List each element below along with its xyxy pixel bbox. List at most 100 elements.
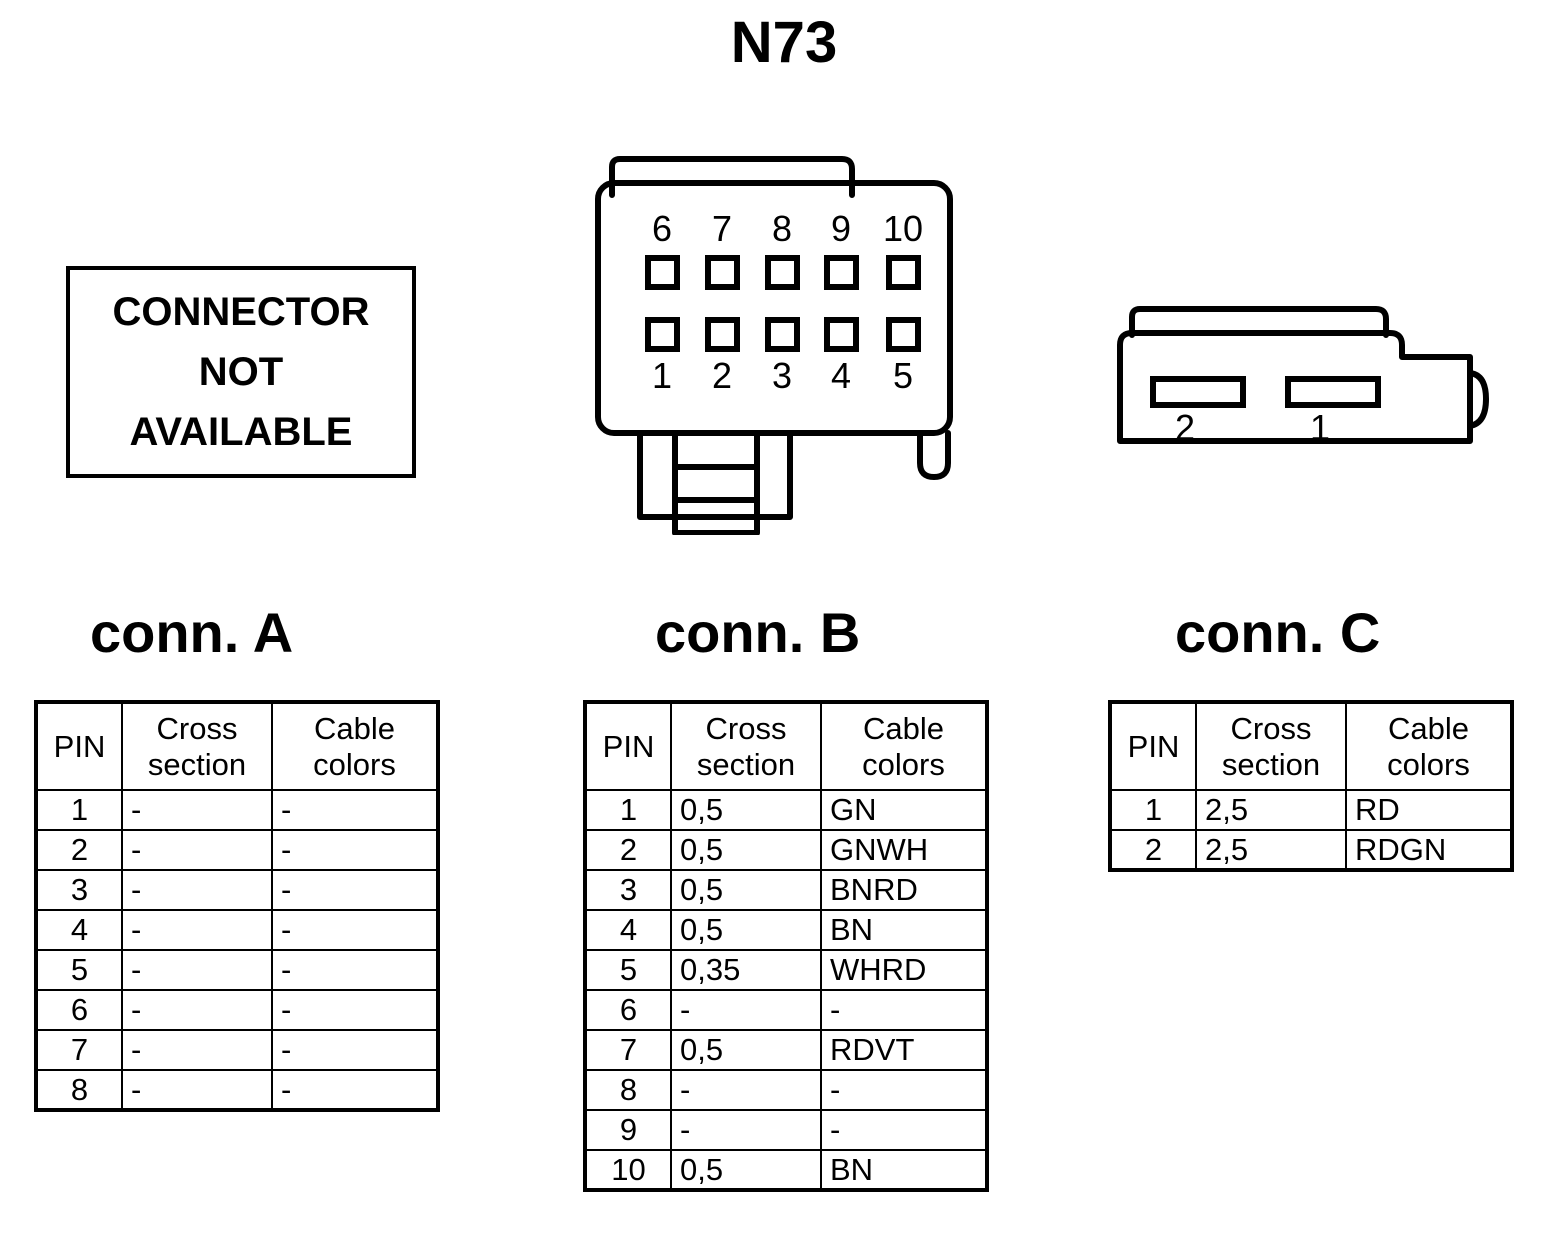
connector-b-label-1: 1 [652, 355, 672, 396]
cell-cross-section: 0,5 [670, 869, 822, 911]
heading-conn-b: conn. B [655, 601, 861, 664]
connector-c-label-1: 1 [1310, 407, 1330, 448]
header-cross-section: Cross section [121, 701, 273, 791]
cell-pin: 6 [35, 989, 123, 1031]
connector-b-pin-4 [824, 317, 859, 352]
connector-b-top-tab [609, 156, 855, 198]
cell-cross-section: 0,5 [670, 1029, 822, 1071]
connector-b-pin-5 [886, 317, 921, 352]
not-available-line-1: CONNECTOR [112, 290, 370, 334]
cell-pin: 3 [584, 869, 672, 911]
cell-cable-colors: RDGN [1345, 829, 1513, 871]
cell-cable-colors: RDVT [820, 1029, 988, 1071]
connector-b-pin-3 [765, 317, 800, 352]
header-color-line2: colors [862, 746, 945, 782]
table-row: 9-- [584, 1109, 988, 1151]
table-row: 4-- [35, 909, 439, 951]
cell-cross-section: 0,5 [670, 909, 822, 951]
cell-cable-colors: - [271, 989, 439, 1031]
table-header-row: PIN Cross section Cable colors [584, 701, 988, 791]
connector-c-drawing: 2 1 [1117, 306, 1489, 448]
connector-b-pin-7 [705, 255, 740, 290]
cell-cross-section: 2,5 [1195, 829, 1347, 871]
header-cable-colors: Cable colors [1345, 701, 1513, 791]
cell-cable-colors: RD [1345, 789, 1513, 831]
connector-c-pin-1 [1285, 376, 1381, 408]
connector-b-pin-2 [705, 317, 740, 352]
header-cross-section: Cross section [1195, 701, 1347, 791]
header-cross-line2: section [1221, 746, 1321, 782]
connector-b-label-5: 5 [893, 355, 913, 396]
cell-cross-section: - [121, 789, 273, 831]
header-cross-section: Cross section [670, 701, 822, 791]
cell-pin: 1 [35, 789, 123, 831]
header-color-line1: Cable [314, 710, 395, 746]
not-available-line-2: NOT [198, 350, 284, 394]
header-cross-line2: section [696, 746, 796, 782]
connector-b-label-4: 4 [831, 355, 851, 396]
cell-pin: 2 [584, 829, 672, 871]
cell-cable-colors: - [820, 1069, 988, 1111]
cell-cable-colors: - [271, 869, 439, 911]
page-title: N73 [730, 10, 838, 75]
header-color-line2: colors [313, 746, 396, 782]
connector-c-label-2: 2 [1175, 407, 1195, 448]
pin-table-conn-a: PIN Cross section Cable colors 1--2--3--… [34, 700, 440, 1112]
connector-b-label-6: 6 [652, 208, 672, 249]
connector-b-label-3: 3 [772, 355, 792, 396]
cell-cross-section: - [121, 989, 273, 1031]
heading-conn-c: conn. C [1175, 601, 1381, 664]
table-row: 2-- [35, 829, 439, 871]
cell-cable-colors: - [271, 1029, 439, 1071]
cell-cable-colors: - [820, 989, 988, 1031]
connector-b-shroud-inner [672, 430, 760, 535]
table-row: 6-- [584, 989, 988, 1031]
cell-pin: 2 [1109, 829, 1197, 871]
pin-table-conn-a-body: 1--2--3--4--5--6--7--8-- [35, 789, 439, 1111]
cell-cable-colors: BNRD [820, 869, 988, 911]
connector-c-nub [1467, 370, 1489, 429]
header-pin: PIN [35, 701, 123, 791]
cell-pin: 8 [584, 1069, 672, 1111]
cell-cable-colors: - [271, 829, 439, 871]
header-pin: PIN [1109, 701, 1197, 791]
table-header-row: PIN Cross section Cable colors [35, 701, 439, 791]
cell-cross-section: 0,35 [670, 949, 822, 991]
cell-cross-section: 0,5 [670, 789, 822, 831]
connector-b-shroud-outer [637, 430, 793, 520]
connector-b-label-8: 8 [772, 208, 792, 249]
header-color-line1: Cable [1388, 710, 1469, 746]
connector-b-label-2: 2 [712, 355, 732, 396]
cell-cross-section: - [121, 949, 273, 991]
table-row: 8-- [35, 1069, 439, 1111]
header-color-line2: colors [1387, 746, 1470, 782]
cell-pin: 2 [35, 829, 123, 871]
table-row: 3-- [35, 869, 439, 911]
heading-conn-a: conn. A [90, 601, 294, 664]
cell-cable-colors: BN [820, 1149, 988, 1191]
connector-b-latch [917, 430, 951, 480]
connector-not-available-box: CONNECTOR NOT AVAILABLE [66, 266, 416, 478]
header-color-line1: Cable [863, 710, 944, 746]
cell-pin: 6 [584, 989, 672, 1031]
connector-b-pin-6 [645, 255, 680, 290]
cell-cable-colors: - [271, 1069, 439, 1111]
table-row: 1-- [35, 789, 439, 831]
cell-cable-colors: GNWH [820, 829, 988, 871]
cell-cross-section: - [121, 829, 273, 871]
cell-cable-colors: WHRD [820, 949, 988, 991]
cell-cable-colors: - [271, 909, 439, 951]
cell-cross-section: - [121, 1069, 273, 1111]
cell-pin: 7 [35, 1029, 123, 1071]
cell-pin: 9 [584, 1109, 672, 1151]
cell-cross-section: - [670, 1109, 822, 1151]
cell-pin: 5 [584, 949, 672, 991]
header-cable-colors: Cable colors [820, 701, 988, 791]
pin-table-conn-a-head: PIN Cross section Cable colors [35, 701, 439, 791]
header-cable-colors: Cable colors [271, 701, 439, 791]
